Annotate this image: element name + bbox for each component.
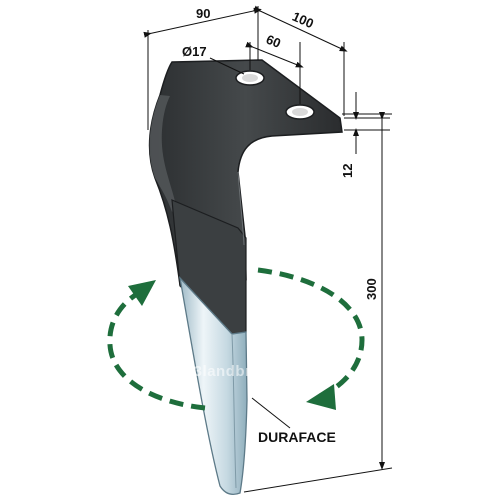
duraface-label: DURAFACE (258, 429, 336, 445)
rotation-arrowhead-left (128, 280, 156, 306)
dim-leader-diameter (209, 57, 245, 75)
tine-edge-line (237, 171, 245, 246)
tine-body (148, 59, 343, 336)
dim-label-12: 12 (340, 164, 355, 178)
dim-line-60 (245, 41, 304, 68)
dim-label-300: 300 (364, 278, 379, 300)
rotation-arrowhead-right (306, 384, 336, 410)
dim-label-60: 60 (264, 32, 283, 51)
duraface-tip (178, 275, 248, 495)
watermark: 123landbruk.no (176, 363, 294, 380)
duraface-leader (251, 397, 291, 429)
dim-label-diameter: Ø17 (182, 44, 207, 59)
rotation-arrowheads (128, 280, 336, 410)
rotation-indicator (107, 267, 365, 411)
dim-label-90: 90 (196, 6, 210, 21)
duraface-edge-line (231, 333, 237, 489)
dim-label-100: 100 (290, 9, 316, 32)
rotation-arc-right (257, 267, 365, 399)
dimension-lines (143, 5, 393, 493)
dim-line-100 (253, 5, 348, 52)
duraface-coating (178, 275, 248, 495)
dim-line-90 (143, 7, 262, 38)
tine-bevel (149, 95, 176, 212)
rotation-arc-left (107, 285, 206, 411)
